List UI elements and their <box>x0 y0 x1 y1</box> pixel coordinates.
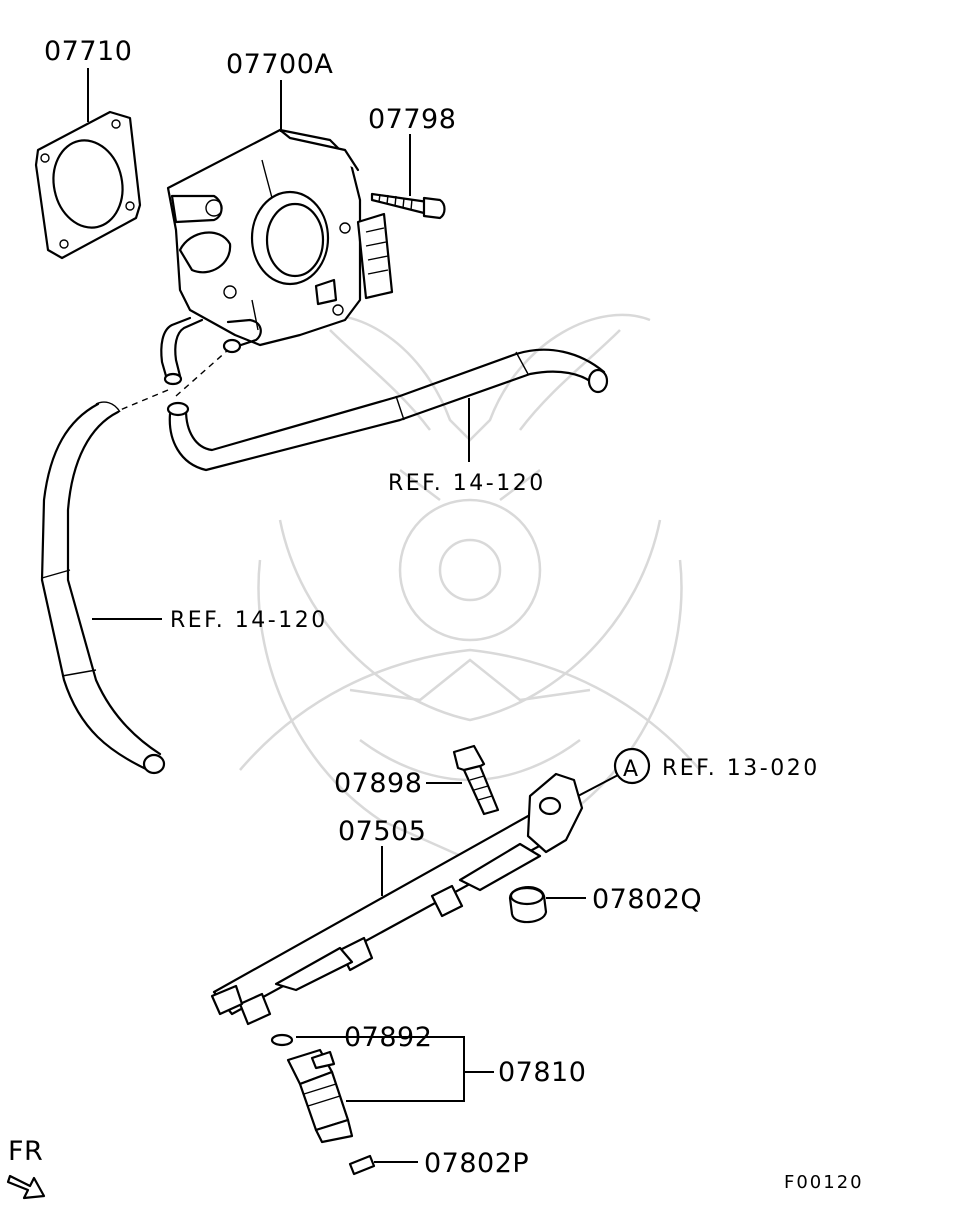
ref-label-hose-left: REF. 14-120 <box>170 608 328 633</box>
oring <box>270 1033 294 1047</box>
label-07798: 07798 <box>368 104 456 135</box>
injector <box>286 1048 354 1144</box>
callout-a-icon <box>613 747 651 785</box>
bolt-rail <box>452 744 500 816</box>
seal <box>348 1154 376 1176</box>
ref-label-hose-right: REF. 14-120 <box>388 471 546 496</box>
throttle-body <box>160 128 394 386</box>
figure-code: F00120 <box>784 1172 864 1193</box>
callout-letter: A <box>623 757 639 782</box>
label-07710: 07710 <box>44 36 132 67</box>
fuel-rail <box>210 772 584 1026</box>
insulator <box>508 886 548 924</box>
direction-label: FR <box>8 1136 43 1167</box>
label-07802P: 07802P <box>424 1148 529 1179</box>
label-07700A: 07700A <box>226 49 333 80</box>
hose-left <box>40 401 166 775</box>
label-07898: 07898 <box>334 768 422 799</box>
bolt-throttle <box>370 192 446 220</box>
gasket <box>34 110 142 260</box>
ref-label-rail-end: REF. 13-020 <box>662 756 820 781</box>
front-arrow-icon <box>6 1174 46 1200</box>
hose-right <box>166 348 609 472</box>
label-07802Q: 07802Q <box>592 884 702 915</box>
label-07810: 07810 <box>498 1057 586 1088</box>
label-07505: 07505 <box>338 816 426 847</box>
